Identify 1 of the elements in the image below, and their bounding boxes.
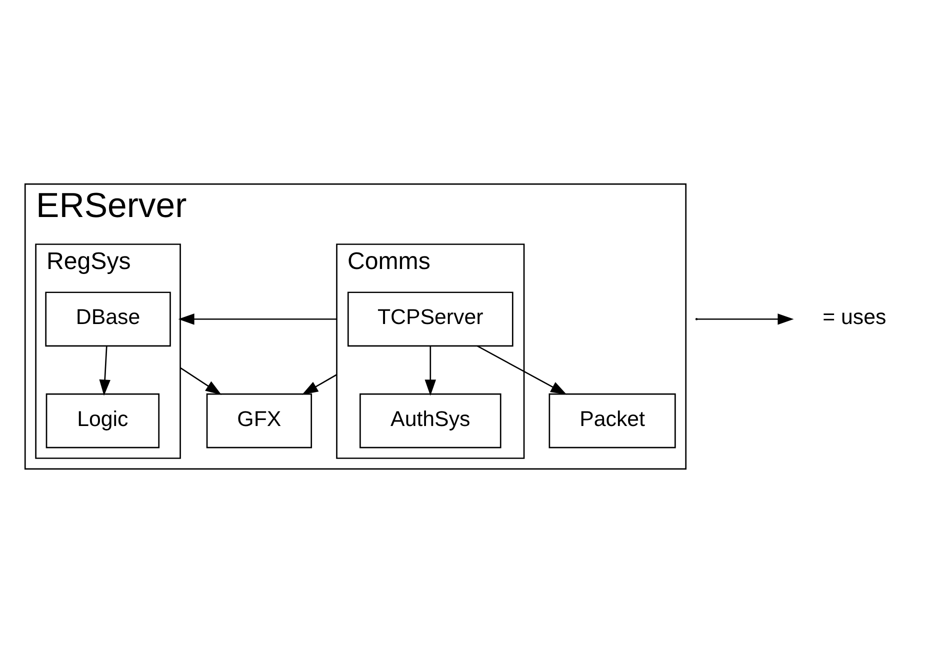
legend-label: = uses <box>822 305 886 330</box>
